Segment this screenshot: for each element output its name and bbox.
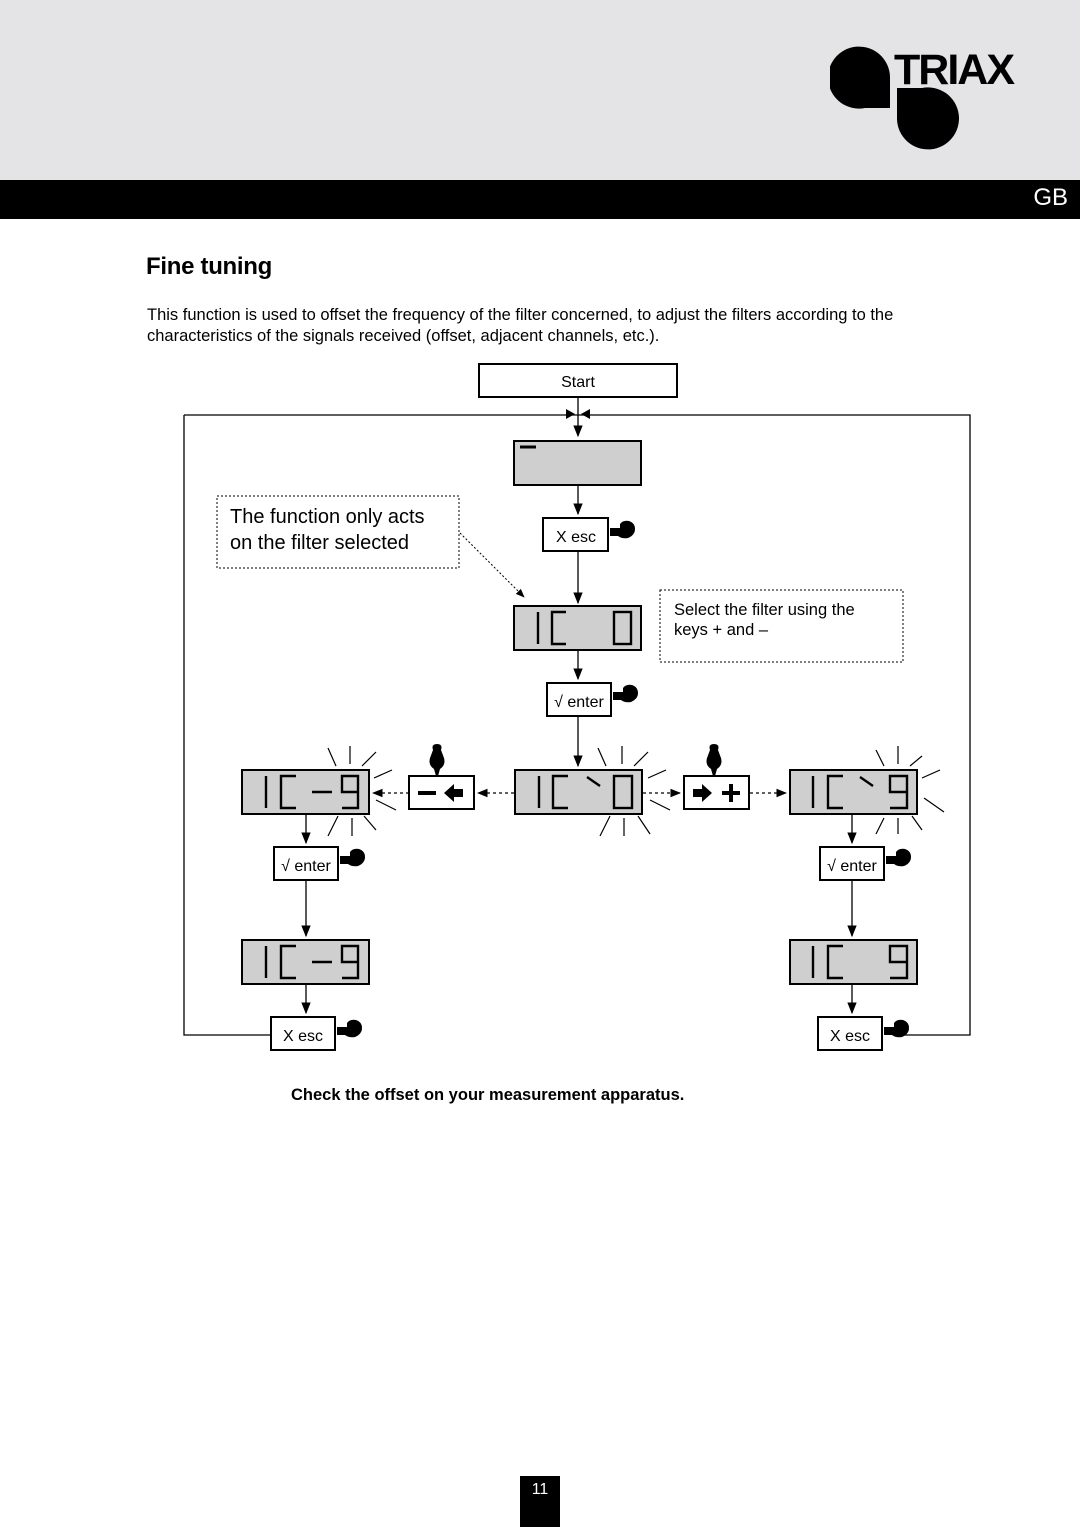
svg-text:TRIAX: TRIAX [894, 46, 1015, 94]
intro-paragraph: This function is used to offset the freq… [147, 306, 894, 345]
note-filter-selected: The function only acts on the filter sel… [216, 495, 460, 569]
enter-key-right: √ enter [819, 846, 911, 881]
loop-frame [184, 414, 971, 1036]
start-label: Start [561, 374, 595, 391]
blink-rays [875, 746, 945, 835]
header-bar [0, 180, 1080, 219]
note-right-line-1: Select the filter using the [674, 601, 855, 619]
lcd-display-ic9 [789, 939, 918, 985]
language-code: GB [1033, 184, 1068, 211]
enter-key-center: √ enter [546, 682, 638, 717]
lcd-display-ic0 [513, 605, 642, 651]
pointing-hand-icon [337, 1019, 362, 1038]
loop-frame-left [183, 415, 270, 1036]
minus-key [408, 744, 475, 810]
pointing-hand-icon [613, 684, 638, 703]
note-left-line-2: on the filter selected [230, 532, 409, 554]
pointing-hand-icon [886, 848, 911, 867]
esc-key-top: X esc [542, 517, 635, 552]
pointing-hand-icon [706, 744, 722, 776]
start-box: Start [478, 363, 678, 398]
pointing-hand-icon [884, 1019, 909, 1038]
blink-rays [327, 746, 397, 837]
enter-key-label: √ enter [281, 858, 331, 875]
lcd-display-ic-minus9 [241, 939, 370, 985]
esc-key-label: X esc [283, 1028, 323, 1045]
esc-key-label: X esc [556, 529, 596, 546]
enter-key-left: √ enter [273, 846, 365, 881]
note-left-line-1: The function only acts [230, 506, 425, 528]
esc-key-right: X esc [817, 1016, 909, 1051]
pointing-hand-icon [340, 848, 365, 867]
esc-key-label: X esc [830, 1028, 870, 1045]
section-title: Fine tuning [146, 253, 273, 280]
blink-rays [597, 746, 671, 837]
lcd-display-blank [513, 440, 642, 486]
enter-key-label: √ enter [827, 858, 877, 875]
esc-key-left: X esc [270, 1016, 362, 1051]
lcd-display-ic-minus9-blinking [241, 746, 397, 837]
pointing-hand-icon [429, 744, 445, 776]
pointing-hand-icon [610, 520, 635, 539]
footnote: Check the offset on your measurement app… [291, 1086, 685, 1104]
lcd-display-ic0-blinking [514, 746, 671, 837]
triax-logo: TRIAX [830, 46, 1017, 150]
enter-key-label: √ enter [554, 694, 604, 711]
plus-key [683, 744, 750, 810]
note-right-line-2: keys + and – [674, 621, 769, 639]
page-number: 11 [520, 1476, 560, 1527]
note-select-filter: Select the filter using the keys + and – [659, 589, 904, 663]
lcd-display-ic9-blinking [789, 746, 945, 835]
